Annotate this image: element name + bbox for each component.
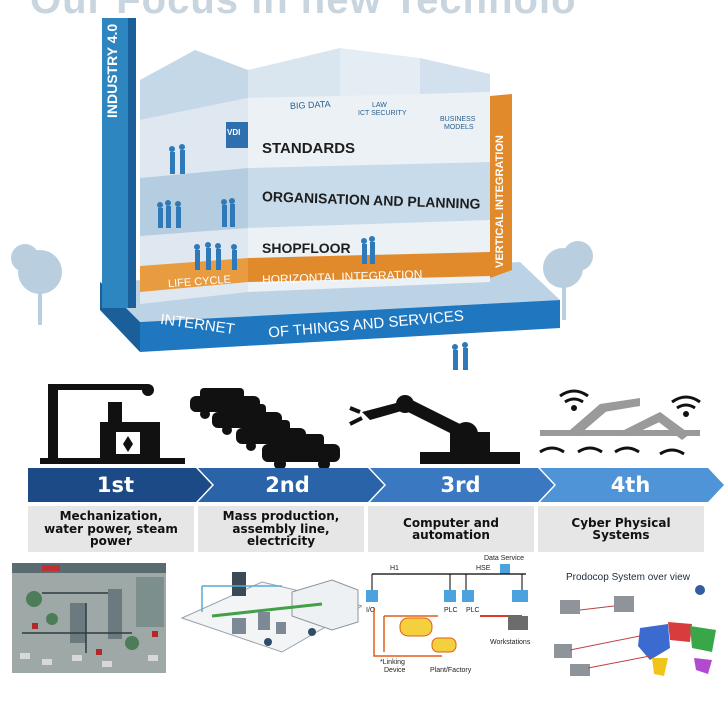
vertical-integration-label: VERTICAL INTEGRATION bbox=[494, 135, 506, 268]
world-map-icon bbox=[638, 622, 716, 676]
logo-text: VDI bbox=[227, 128, 241, 137]
vdi-logo bbox=[226, 122, 248, 148]
revolution-arrows bbox=[28, 468, 724, 502]
arrow-4th bbox=[540, 468, 724, 502]
svg-text:PLC: PLC bbox=[444, 607, 458, 614]
prodocop-overview-thumbnail: Prodocop System over view bbox=[540, 566, 722, 684]
connected-robots-icon bbox=[539, 389, 701, 456]
people-silhouettes bbox=[157, 144, 468, 370]
roof-label-ict-security: ICT SECURITY bbox=[358, 110, 407, 117]
control-network-diagram-thumbnail: Data Service H1 HSE I/O PLC PLC Workstat… bbox=[362, 552, 534, 676]
svg-text:PLC: PLC bbox=[466, 607, 480, 614]
steam-engine-icon bbox=[40, 384, 185, 464]
revolution-icons-strip bbox=[40, 384, 701, 470]
arrow-2nd bbox=[198, 468, 384, 502]
cars-icon bbox=[190, 388, 340, 470]
floor-label-standards: STANDARDS bbox=[262, 140, 356, 157]
roof-label-law: LAW bbox=[372, 102, 387, 109]
svg-text:Prodocop System over view: Prodocop System over view bbox=[566, 572, 691, 583]
step-label-3rd: 3rd bbox=[440, 473, 481, 497]
svg-text:H1: H1 bbox=[390, 565, 399, 572]
svg-text:I/O: I/O bbox=[366, 607, 376, 614]
robot-arm-icon bbox=[349, 395, 520, 464]
svg-text:HSE: HSE bbox=[476, 565, 491, 572]
factory-layout-thumbnail bbox=[172, 562, 368, 674]
roof-label-models: MODELS bbox=[444, 124, 474, 131]
desc-2nd: Mass production,assembly line,electricit… bbox=[198, 506, 364, 552]
factory-icons bbox=[554, 596, 634, 676]
floor-label-shopfloor: SHOPFLOOR bbox=[262, 240, 351, 256]
scada-screen-thumbnail bbox=[12, 563, 166, 673]
arrow-1st bbox=[28, 468, 212, 502]
page-heading: Our Focus in new Technolo bbox=[30, 0, 577, 22]
svg-text:Device: Device bbox=[384, 667, 406, 674]
svg-text:Workstations: Workstations bbox=[490, 639, 531, 646]
tree-right-icon bbox=[543, 241, 593, 320]
industry-4-building-illustration bbox=[11, 18, 593, 370]
tower-label: INDUSTRY 4.0 bbox=[104, 23, 120, 118]
svg-text:*Linking: *Linking bbox=[380, 659, 405, 666]
roof-label-business: BUSINESS bbox=[440, 116, 476, 123]
svg-text:Data Service: Data Service bbox=[484, 555, 524, 562]
step-label-2nd: 2nd bbox=[265, 473, 310, 497]
workstation-icon bbox=[508, 616, 528, 630]
step-label-4th: 4th bbox=[610, 473, 651, 497]
tree-left-icon bbox=[11, 244, 62, 325]
data-service-icon bbox=[500, 564, 510, 574]
arrow-3rd bbox=[370, 468, 554, 502]
svg-text:Plant/Factory: Plant/Factory bbox=[430, 667, 472, 674]
roof-label-big-data: BIG DATA bbox=[289, 98, 331, 112]
step-label-1st: 1st bbox=[96, 473, 135, 497]
